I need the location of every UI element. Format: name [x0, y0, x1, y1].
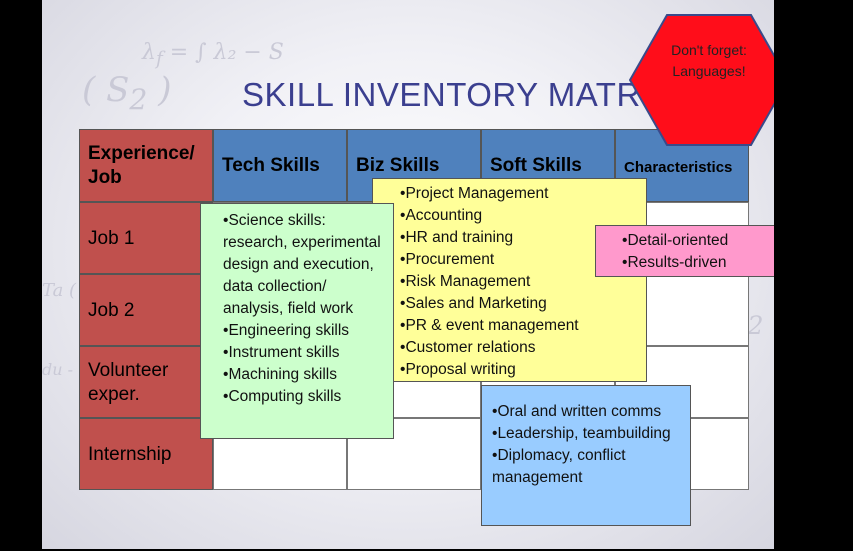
corner-header-cell: Experience/ Job: [79, 129, 213, 202]
list-item: Oral and written comms: [492, 401, 680, 423]
list-item: Proposal writing: [400, 359, 646, 381]
background-math: du -: [42, 360, 74, 379]
list-item: Results-driven: [622, 252, 774, 274]
reminder-text: Don't forget: Languages!: [671, 42, 747, 79]
corner-header: Experience/ Job: [88, 143, 195, 188]
row-label-job-2: Job 2: [88, 300, 135, 321]
biz-skills-callout: Project Management Accounting HR and tra…: [372, 178, 647, 382]
list-item: Computing skills: [223, 386, 383, 408]
row-label-cell: Job 2: [79, 274, 213, 346]
list-item: Science skills: research, experimental d…: [223, 210, 383, 320]
list-item: Customer relations: [400, 337, 646, 359]
characteristics-callout: Detail-oriented Results-driven: [595, 225, 774, 277]
characteristics-list: Detail-oriented Results-driven: [622, 230, 774, 274]
list-item: Machining skills: [223, 364, 383, 386]
list-item: Accounting: [400, 205, 646, 227]
list-item: Project Management: [400, 183, 646, 205]
header-soft-skills: Soft Skills: [490, 155, 582, 176]
reminder-hexagon: Don't forget: Languages!: [629, 14, 774, 146]
header-cell-tech: Tech Skills: [213, 129, 347, 202]
slide-title: SKILL INVENTORY MATRIX: [242, 76, 673, 113]
background-math: Ta (: [42, 280, 77, 301]
soft-skills-list: Oral and written comms Leadership, teamb…: [492, 401, 680, 489]
row-label-cell: Job 1: [79, 202, 213, 274]
list-item: Instrument skills: [223, 342, 383, 364]
list-item: Detail-oriented: [622, 230, 774, 252]
list-item: Procurement: [400, 249, 646, 271]
tech-skills-callout: Science skills: research, experimental d…: [200, 203, 394, 439]
list-item: Diplomacy, conflict management: [492, 445, 680, 489]
background-math: ( S2 ): [82, 70, 172, 116]
list-item: Engineering skills: [223, 320, 383, 342]
row-label-cell: Internship: [79, 418, 213, 490]
row-label-cell: Volunteer exper.: [79, 346, 213, 418]
biz-skills-list: Project Management Accounting HR and tra…: [400, 183, 646, 381]
list-item: PR & event management: [400, 315, 646, 337]
hexagon-shape: [629, 14, 774, 146]
list-item: Risk Management: [400, 271, 646, 293]
list-item: Sales and Marketing: [400, 293, 646, 315]
list-item: Leadership, teambuilding: [492, 423, 680, 445]
header-biz-skills: Biz Skills: [356, 155, 440, 176]
row-label-internship: Internship: [88, 444, 172, 465]
list-item: HR and training: [400, 227, 646, 249]
tech-skills-list: Science skills: research, experimental d…: [223, 210, 383, 408]
background-math: λf = ∫ λ₂ − S: [142, 40, 284, 70]
header-characteristics: Characteristics: [624, 159, 733, 176]
soft-skills-callout: Oral and written comms Leadership, teamb…: [481, 385, 691, 526]
row-label-volunteer: Volunteer exper.: [88, 360, 169, 405]
header-tech-skills: Tech Skills: [222, 155, 320, 176]
slide: ( S2 ) λf = ∫ λ₂ − S AR ( S2 ) Ta ( du -…: [42, 0, 774, 549]
row-label-job-1: Job 1: [88, 228, 135, 249]
